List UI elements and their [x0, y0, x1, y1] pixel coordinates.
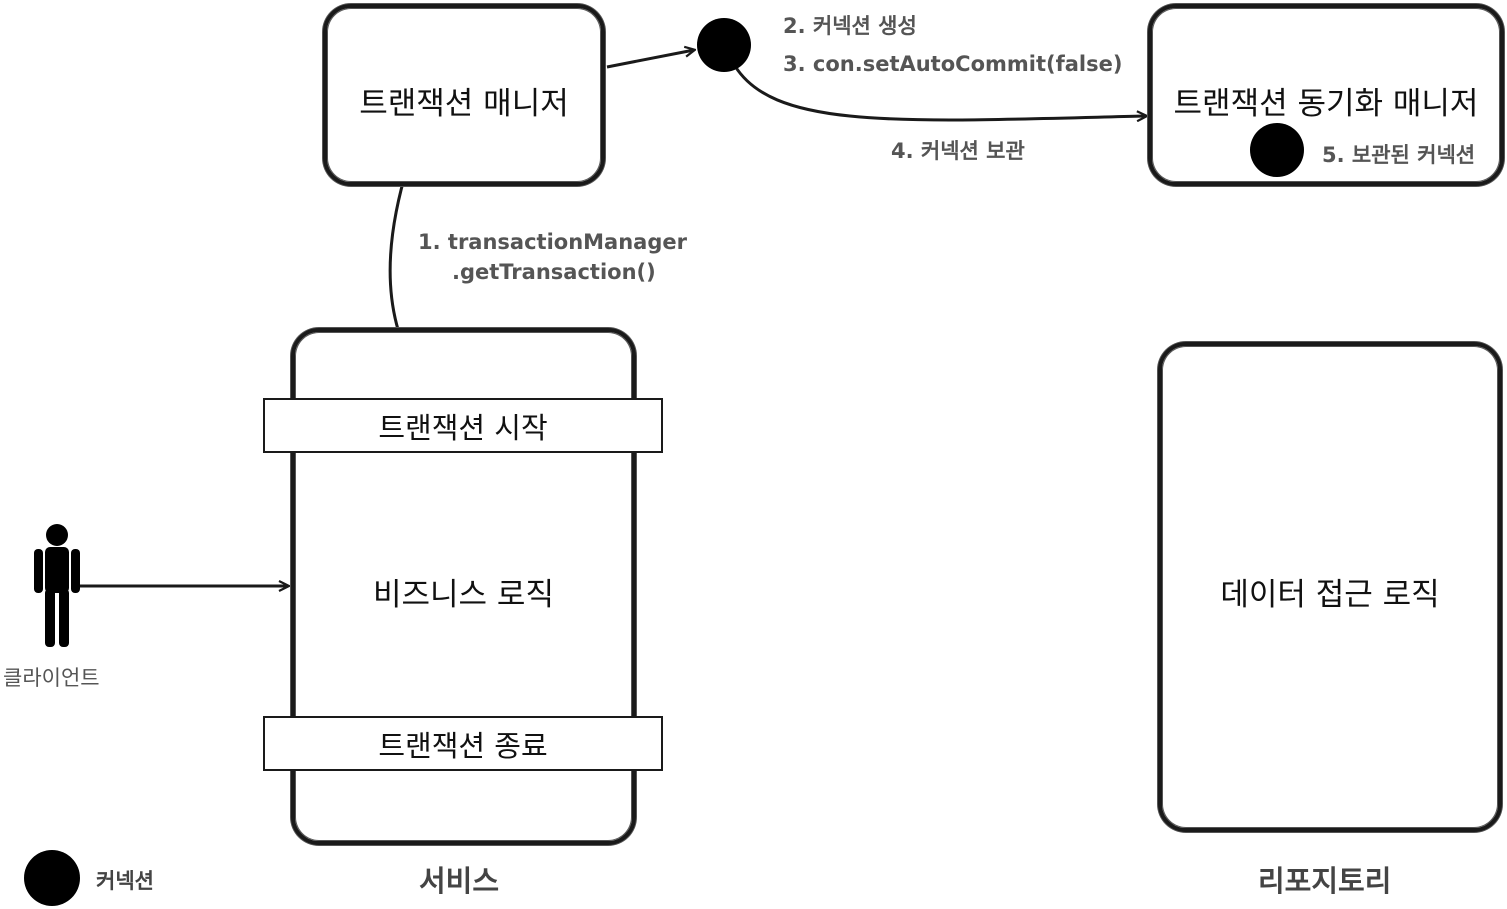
arrow-store-connection: [733, 65, 1146, 120]
person-icon: [34, 524, 80, 647]
client-label: 클라이언트: [3, 666, 100, 690]
repository-caption: 리포지토리: [1258, 864, 1392, 898]
data-access-logic-label: 데이터 접근 로직: [1220, 577, 1440, 613]
step4-label: 4. 커넥션 보관: [891, 139, 1025, 163]
legend-connection-dot: [24, 850, 80, 906]
held-connection-label: 5. 보관된 커넥션: [1322, 143, 1476, 167]
transaction-manager-title: 트랜잭션 매니저: [359, 86, 569, 122]
transaction-end-bar: 트랜잭션 종료: [263, 716, 663, 771]
step1-label-line1: 1. transactionManager: [418, 230, 687, 254]
connection-dot-created: [697, 18, 751, 72]
sync-manager-box: 트랜잭션 동기화 매니저 5. 보관된 커넥션: [1148, 4, 1504, 186]
step1-label-line2: .getTransaction(): [452, 260, 656, 284]
service-caption: 서비스: [419, 864, 500, 898]
legend-connection-label: 커넥션: [96, 869, 154, 893]
business-logic-label: 비즈니스 로직: [373, 577, 554, 613]
transaction-manager-box: 트랜잭션 매니저: [323, 4, 605, 186]
step2-label: 2. 커넥션 생성: [783, 14, 917, 38]
repository-box: 데이터 접근 로직: [1158, 342, 1502, 832]
arrow-create-connection: [606, 50, 694, 69]
connection-dot-held: [1250, 123, 1304, 177]
step3-label: 3. con.setAutoCommit(false): [783, 52, 1123, 76]
sync-manager-title: 트랜잭션 동기화 매니저: [1173, 86, 1479, 122]
transaction-start-bar: 트랜잭션 시작: [263, 398, 663, 453]
